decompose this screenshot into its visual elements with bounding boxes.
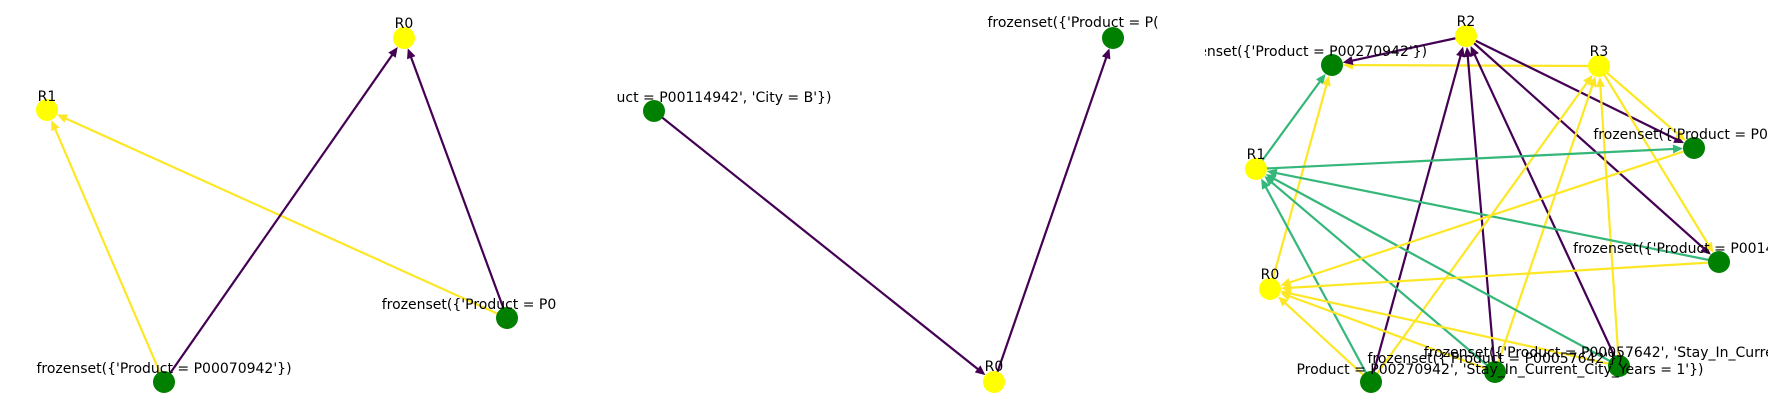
edge-S2-to-R1 [52, 125, 166, 383]
node-R1 [36, 99, 58, 121]
edge-S2-to-R0 [163, 51, 396, 383]
node-label-R1: R1 [38, 89, 57, 105]
node-B2 [1484, 361, 1506, 383]
edge-B2-to-R0 [1285, 293, 1496, 374]
node-label-A: uct = P00114942', 'City = B'}) [617, 90, 832, 106]
edge-arrowhead [1675, 130, 1686, 141]
node-B1 [1360, 371, 1382, 393]
edge-arrowhead [1261, 178, 1270, 190]
edge-arrowhead [1672, 144, 1684, 154]
edge-R2-to-P14 [1465, 35, 1680, 142]
edge-R2-to-T [1348, 34, 1467, 63]
edge-B1-to-R3 [1370, 79, 1590, 383]
edge-B3-to-R0 [1286, 291, 1620, 368]
node-R0 [393, 27, 415, 49]
edge-arrowhead [407, 48, 416, 60]
node-R3 [1588, 55, 1610, 77]
node-S1 [496, 307, 518, 329]
node-label-R1: R1 [1247, 147, 1266, 163]
edge-R0-to-B [992, 53, 1109, 383]
edge-P145-to-R0 [1286, 260, 1720, 290]
edge-R1-to-P14 [1255, 147, 1678, 171]
edge-arrowhead [1456, 46, 1465, 58]
node-P14 [1683, 137, 1705, 159]
node-label-B3: frozenset({'Product = P00057642', 'Stay_… [1424, 345, 1768, 361]
node-B3 [1608, 355, 1630, 377]
edge-arrowhead [1322, 75, 1331, 87]
node-label-P145: frozenset({'Product = P00145042', 'Stay_ [1573, 241, 1768, 257]
edge-B1-to-R1 [1263, 183, 1372, 383]
edge-B1-to-R2 [1369, 52, 1463, 383]
node-label-S1: frozenset({'Product = P0 [382, 297, 557, 313]
edge-R1-to-T [1255, 78, 1323, 170]
edge-arrowhead [388, 47, 398, 58]
edge-arrowhead [1700, 244, 1711, 255]
edge-arrowhead [1278, 296, 1289, 307]
node-label-R3: R3 [1590, 44, 1609, 60]
edge-B2-to-R2 [1466, 52, 1497, 373]
edge-arrowhead [1265, 174, 1277, 183]
node-label-R0: R0 [1261, 267, 1280, 283]
edge-arrowhead [974, 365, 986, 376]
edge-R2-to-P145 [1465, 35, 1708, 252]
edge-arrowhead [1673, 134, 1685, 144]
edge-S1-to-R1 [62, 116, 508, 320]
node-P145 [1708, 251, 1730, 273]
edge-arrowhead [1595, 76, 1605, 88]
edge-R0-to-T [1268, 81, 1329, 290]
edge-arrowhead [1587, 76, 1597, 88]
node-R0 [983, 371, 1005, 393]
node-R0 [1259, 278, 1281, 300]
node-T [1321, 54, 1343, 76]
node-label-S2: frozenset({'Product = P00070942'}) [36, 361, 291, 377]
edge-A-to-R0 [653, 110, 982, 373]
node-label-R2: R2 [1457, 14, 1476, 30]
node-label-T: rozenset({'Product = P00270942'}) [1177, 44, 1427, 60]
edge-R3-to-P145 [1598, 65, 1712, 249]
edge-arrowhead [1342, 56, 1354, 65]
node-label-B1: Product = P00270942', 'Stay_In_Current_C… [1296, 362, 1703, 378]
node-label-R0: R0 [985, 359, 1004, 375]
edge-arrowhead [1101, 48, 1111, 60]
edge-arrowhead [57, 114, 68, 123]
node-label-B: frozenset({'Product = P( [987, 15, 1158, 31]
node-S2 [153, 371, 175, 393]
edge-S1-to-R0 [408, 53, 509, 319]
edge-R3-to-T [1348, 63, 1600, 68]
node-label-P14: frozenset({'Product = P0014 [1593, 127, 1768, 143]
edge-B2-to-R1 [1268, 179, 1496, 373]
edge-arrowhead [51, 120, 60, 132]
edge-B1-to-R0 [1281, 299, 1372, 383]
node-label-B2: frozenset({'Product = P00057642'}) [1367, 351, 1622, 367]
edge-arrowhead [1463, 46, 1473, 58]
edge-B3-to-R2 [1472, 50, 1620, 367]
graph-panel-2: uct = P00114942', 'City = B'}) frozenset(… [617, 15, 1159, 393]
node-B [1102, 27, 1124, 49]
node-R1 [1245, 158, 1267, 180]
edge-arrowhead [1315, 73, 1326, 85]
edge-arrowhead [1280, 289, 1292, 298]
edge-arrowhead [1704, 241, 1714, 253]
edge-arrowhead [1470, 45, 1479, 57]
edge-B3-to-R3 [1599, 82, 1621, 367]
node-A [643, 100, 665, 122]
edge-B3-to-R1 [1270, 176, 1620, 367]
edge-P14-to-R0 [1285, 146, 1695, 285]
node-R2 [1455, 25, 1477, 47]
edge-P145-to-R1 [1272, 171, 1720, 264]
node-label-R0: R0 [395, 16, 414, 32]
edge-R3-to-P14 [1598, 65, 1682, 138]
